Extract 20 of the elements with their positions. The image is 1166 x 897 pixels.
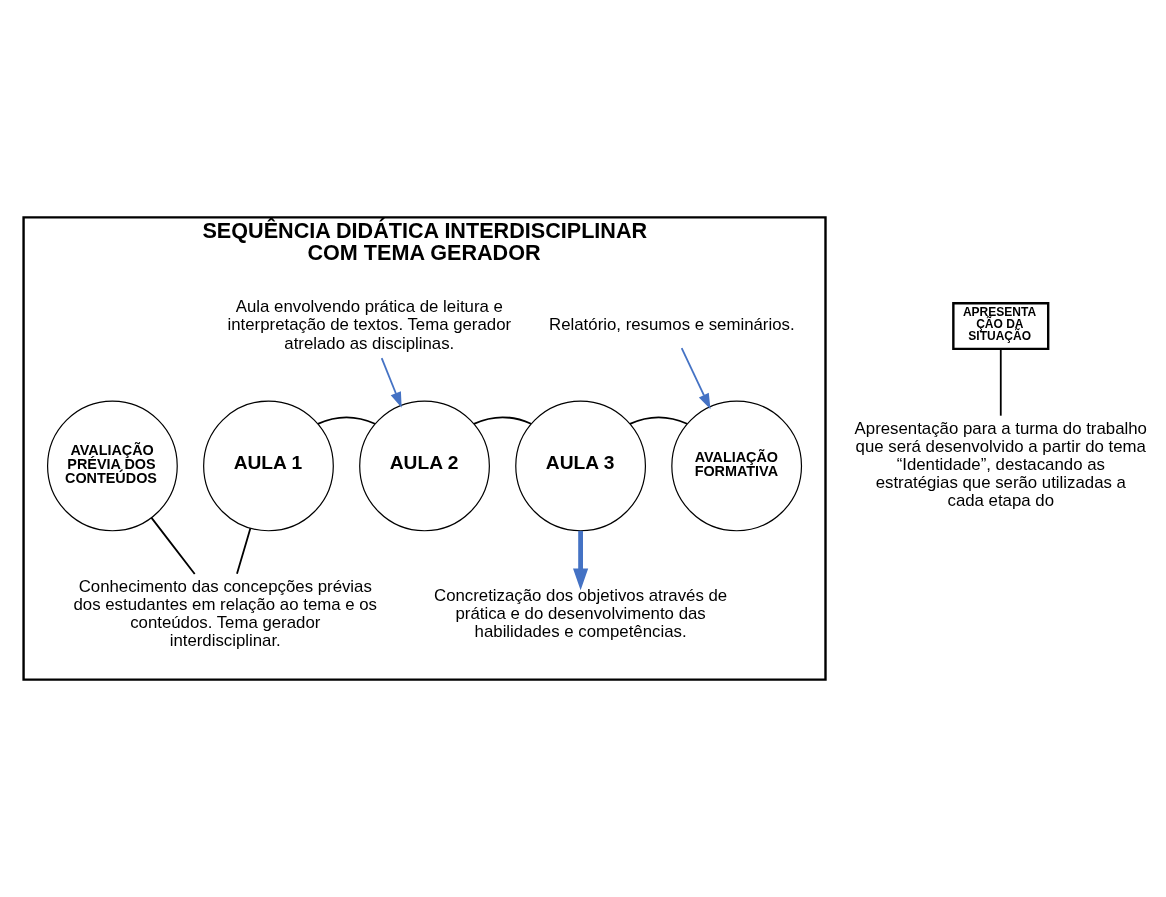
connector — [150, 517, 196, 575]
node-circle: AVALIAÇÃO FORMATIVA — [671, 400, 803, 532]
node-text: Aula envolvendo prática de leitura e interpretação de textos. Tema gerador atrelado as disciplinas. — [227, 297, 512, 353]
connector — [236, 527, 252, 575]
connector — [316, 416, 376, 425]
node-text: Concretização dos objetivos através de prática e do desenvolvimento das habilidades e competências. — [434, 586, 728, 642]
connector — [473, 416, 532, 425]
node-circle: AULA 1 — [203, 400, 334, 532]
arrow — [680, 347, 711, 410]
node-text: Conhecimento das concepções prévias dos estudantes em relação ao tema e os conteúdos. Tema gerador interdisciplinar. — [73, 577, 377, 651]
node-circle: AULA 3 — [515, 400, 647, 532]
node-text: Relatório, resumos e seminários. — [549, 315, 795, 335]
arrow — [380, 357, 402, 408]
node-box: APRESENTA ÇÃO DA SITUAÇÃO — [952, 302, 1050, 351]
node-circle: AVALIAÇÃO PRÉVIA DOS CONTEÚDOS — [47, 400, 178, 532]
connector — [999, 348, 1002, 417]
connector — [629, 416, 688, 425]
arrow — [573, 530, 589, 591]
node-text: Apresentação para a turma do trabalho que será desenvolvido a partir do tema “Identidade”, destacando as estratégias que serão utilizadas a cada etapa do — [854, 419, 1147, 511]
node-circle: AULA 2 — [359, 400, 490, 532]
